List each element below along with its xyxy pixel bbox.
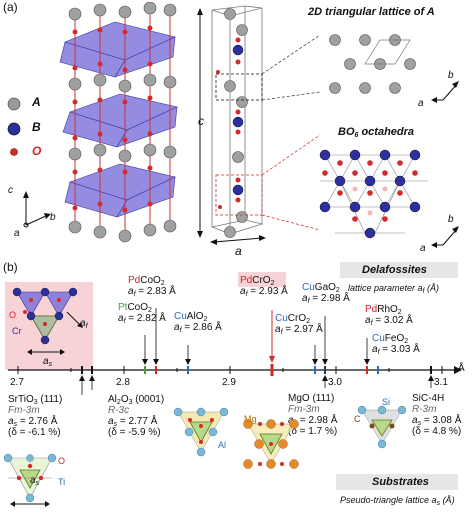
octahedra-axis-b: b — [448, 214, 454, 225]
lattice-number-line — [8, 308, 462, 395]
sic-si-label: Si — [382, 397, 391, 407]
srtio3-structure — [2, 448, 60, 510]
sto-ti-label: Ti — [58, 477, 66, 487]
left-axes — [14, 185, 64, 240]
axis-unit: Å — [458, 363, 465, 374]
inset-af-label: af — [80, 318, 88, 330]
al2o3-structure — [170, 400, 232, 458]
lattice-axes — [425, 70, 465, 110]
mg-label: Mg — [244, 414, 257, 424]
sto-o-label: O — [58, 456, 66, 466]
delafossite-subtitle: lattice parameter af (Å) — [348, 283, 439, 295]
legend-a-atom — [7, 97, 21, 111]
delafossite-title: Delafossites — [362, 264, 427, 276]
panel-a-label: (a) — [3, 0, 18, 14]
legend-a-label: A — [32, 95, 41, 109]
octahedra-axis-a: a — [420, 243, 426, 254]
cell-axis-a: a — [235, 244, 242, 258]
tick-3-0: 3.0 — [328, 377, 342, 388]
lattice-title: 2D triangular lattice of A — [308, 6, 435, 18]
mgo-structure — [240, 412, 302, 474]
panel-b-label: (b) — [3, 260, 18, 274]
substrate-sic: SiC-4H R-3m as = 3.08 Å (δ = 4.8 %) — [412, 393, 462, 437]
material-cucro2: CuCrO2 af = 2.97 Å — [275, 313, 323, 336]
sic-c-label: C — [354, 414, 361, 424]
atom-legend — [5, 96, 55, 166]
substrate-srtio3: SrTiO3 (111) Fm-3m as = 2.76 Å (δ = -6.1… — [8, 394, 63, 438]
zoom-connectors — [262, 34, 321, 231]
unit-cell — [190, 2, 280, 252]
octahedra-axes — [425, 215, 465, 255]
substrate-subtitle: Pseudo-triangle lattice as (Å) — [340, 495, 455, 507]
cell-axis-c: c — [198, 114, 204, 128]
material-ptcoo2: PtCoO2 af = 2.82 Å — [118, 302, 166, 325]
delafossite-title-box — [340, 262, 458, 278]
octahedra-title: BO6 octahedra — [338, 126, 415, 140]
inset-cr-label: Cr — [12, 326, 22, 336]
crO2-inset — [5, 282, 93, 370]
left-axis-a: a — [14, 228, 20, 239]
octahedra-layer — [310, 143, 440, 248]
delafossite-structure-3d — [55, 1, 185, 247]
inset-as-label: as — [43, 356, 53, 368]
inset-o-label: O — [9, 310, 17, 320]
material-cualo2: CuAlO2 af = 2.86 Å — [174, 311, 222, 334]
triangular-lattice — [320, 28, 430, 103]
material-pdrho2: PdRhO2 af = 3.02 Å — [365, 304, 413, 327]
legend-o-atom — [10, 148, 18, 156]
material-pdcoo2: PdCoO2 af = 2.83 Å — [128, 275, 176, 298]
legend-o-label: O — [32, 144, 42, 158]
legend-b-label: B — [32, 120, 41, 134]
legend-atoms — [7, 97, 21, 156]
lattice-axis-a: a — [418, 98, 424, 109]
substrate-title: Substrates — [372, 476, 429, 488]
al-label: Al — [218, 440, 227, 450]
left-axis-c: c — [8, 185, 13, 196]
sto-as-label: as — [30, 475, 40, 487]
left-axis-b: b — [50, 212, 56, 223]
legend-b-atom — [7, 122, 21, 136]
crO2-inset-drawing — [12, 287, 83, 355]
material-pdcro2: PdCrO2 af = 2.93 Å — [240, 275, 288, 298]
substrate-title-box — [336, 474, 458, 490]
material-cugao2: CuGaO2 af = 2.98 Å — [302, 282, 350, 305]
pdcro2-highlight — [238, 272, 286, 287]
substrate-al2o3: Al2O3 (0001) R-3c as = 2.77 Å (δ = -5.9 … — [108, 394, 165, 438]
tick-2-8: 2.8 — [116, 377, 130, 388]
number-line-arrowhead — [454, 366, 462, 374]
tick-2-9: 2.9 — [222, 377, 236, 388]
material-cufeo2: CuFeO2 af = 3.03 Å — [372, 333, 420, 356]
tick-3-1: 3.1 — [434, 377, 448, 388]
lattice-axis-b: b — [448, 70, 454, 81]
sic-structure — [352, 400, 412, 450]
tick-2-7: 2.7 — [10, 377, 24, 388]
